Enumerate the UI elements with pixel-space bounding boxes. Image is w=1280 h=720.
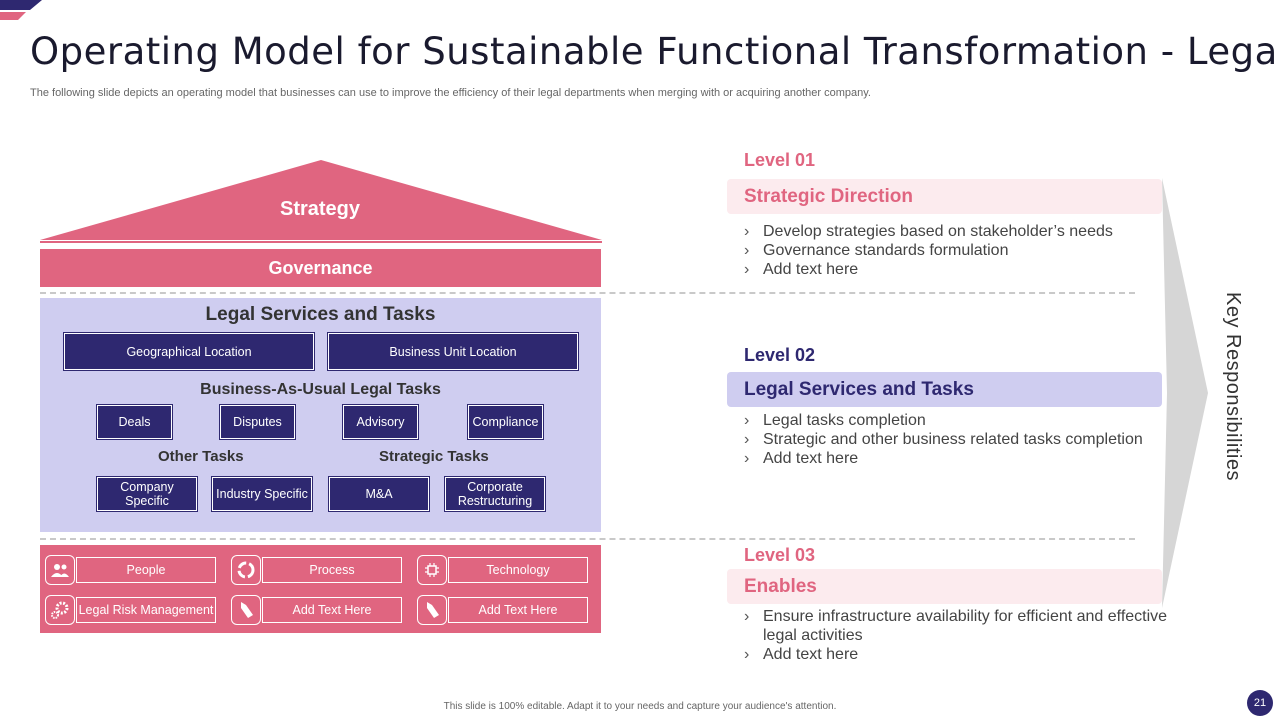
corporate-restructuring-box: Corporate Restructuring [444,476,546,512]
company-specific-box: Company Specific [96,476,198,512]
level-01-tag: Level 01 [744,150,816,170]
key-responsibilities-label: Key Responsibilities [1222,292,1244,481]
chip-icon [417,555,447,585]
gears-icon [45,595,75,625]
divider-line [40,538,1135,540]
enabler-add-text-1: Add Text Here [262,597,402,623]
strategic-tasks-heading: Strategic Tasks [379,448,489,465]
enabler-technology: Technology [448,557,588,583]
advisory-box: Advisory [342,404,419,440]
bullet: Ensure infrastructure availability for e… [744,607,1174,645]
disputes-box: Disputes [219,404,296,440]
process-cycle-icon [231,555,261,585]
compliance-box: Compliance [467,404,544,440]
footer-note: This slide is 100% editable. Adapt it to… [443,701,837,712]
deals-box: Deals [96,404,173,440]
level-03-tag: Level 03 [744,545,816,565]
bullet: Add text here [744,260,1174,279]
bullet: Add text here [744,449,1174,468]
divider-line [40,292,1135,294]
strategy-roof [40,160,602,243]
bullet: Develop strategies based on stakeholder’… [744,222,1174,241]
level-01-heading: Strategic Direction [727,179,1162,214]
enabler-add-text-2: Add Text Here [448,597,588,623]
bullet: Governance standards formulation [744,241,1174,260]
level-02-heading: Legal Services and Tasks [727,372,1162,407]
level-02-tag: Level 02 [744,345,816,365]
level-01-bullets: Develop strategies based on stakeholder’… [744,222,1174,279]
legal-services-panel: Legal Services and Tasks Geographical Lo… [40,298,601,532]
services-heading: Legal Services and Tasks [205,304,436,325]
industry-specific-box: Industry Specific [211,476,313,512]
page-title: Operating Model for Sustainable Function… [30,30,1280,73]
m-and-a-box: M&A [328,476,430,512]
strategy-label: Strategy [279,198,361,220]
level-02-bullets: Legal tasks completion Strategic and oth… [744,411,1174,468]
people-icon [45,555,75,585]
tag-icon [417,595,447,625]
business-unit-location-box: Business Unit Location [327,332,579,371]
page-number-badge: 21 [1247,690,1273,716]
enabler-process: Process [262,557,402,583]
bau-heading: Business-As-Usual Legal Tasks [200,381,441,398]
bullet: Strategic and other business related tas… [744,430,1174,449]
governance-bar: Governance [40,249,601,287]
level-03-heading: Enables [727,569,1162,604]
bullet: Legal tasks completion [744,411,1174,430]
bullet: Add text here [744,645,1174,664]
chevron-arrow [1162,178,1208,608]
page-subtitle: The following slide depicts an operating… [30,87,871,99]
enabler-people: People [76,557,216,583]
geographical-location-box: Geographical Location [63,332,315,371]
enables-panel: People Process Technology Legal Risk Man… [40,545,601,633]
tag-icon [231,595,261,625]
level-03-bullets: Ensure infrastructure availability for e… [744,607,1174,664]
other-tasks-heading: Other Tasks [158,448,244,465]
corner-accent [0,0,42,20]
enabler-legal-risk-management: Legal Risk Management [76,597,216,623]
